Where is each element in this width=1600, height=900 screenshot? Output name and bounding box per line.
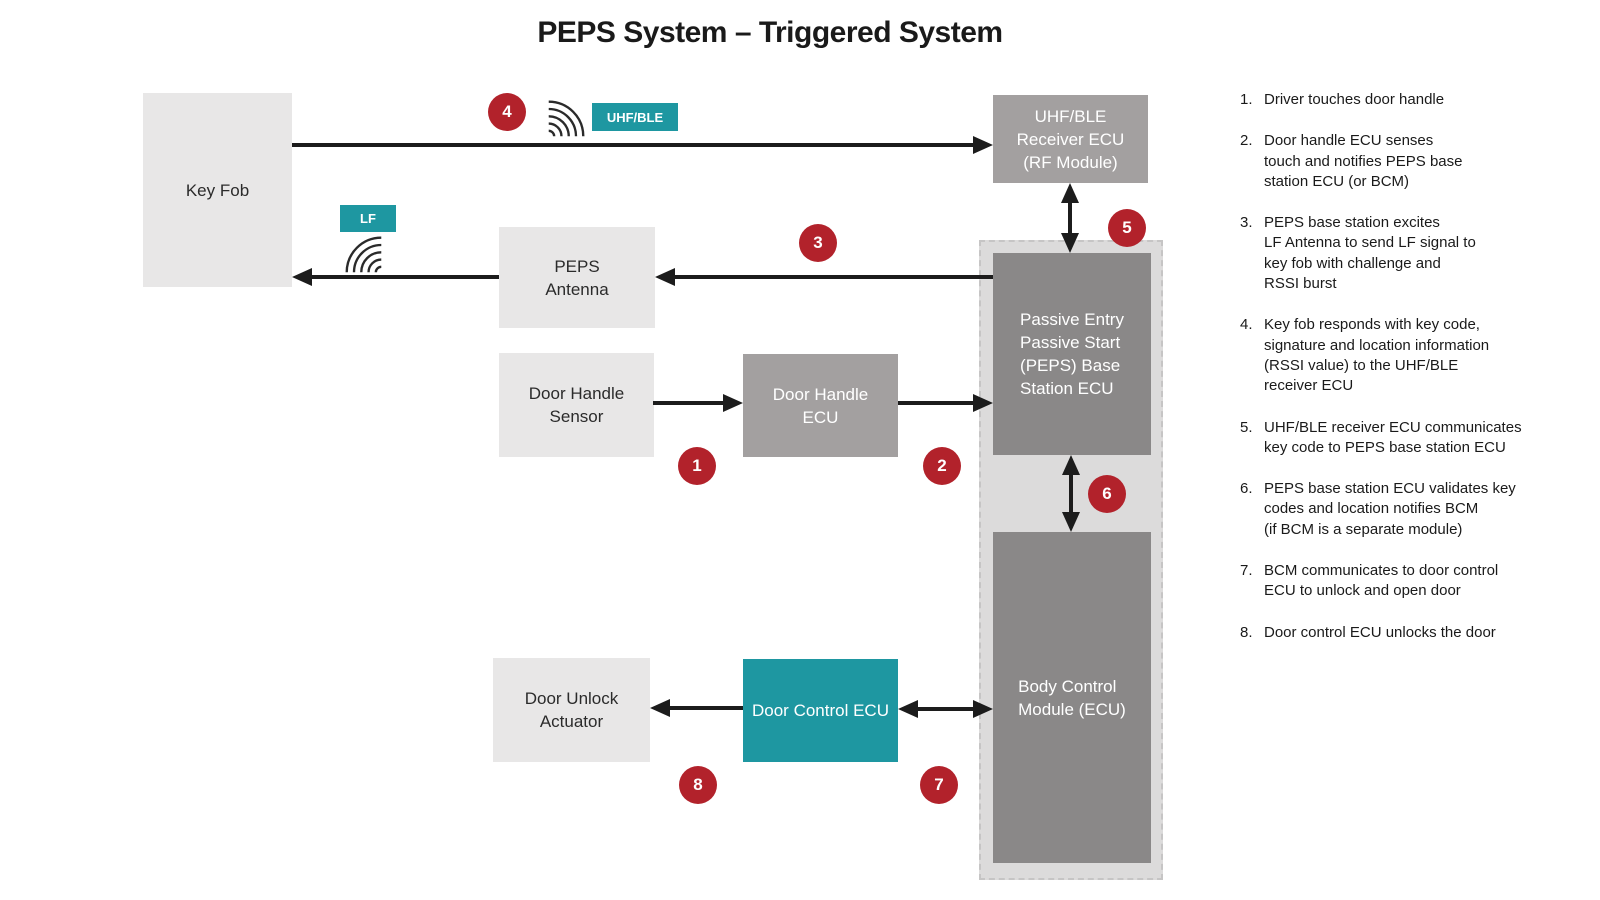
legend-item-text: Door handle ECU senses touch and notifie…: [1264, 132, 1463, 190]
tag-lf: LF: [340, 205, 396, 232]
box-door-handle-sensor: Door Handle Sensor: [499, 353, 654, 457]
step-marker-1: 1: [678, 447, 716, 485]
legend-item-4: 4. Key fob responds with key code, signa…: [1240, 315, 1585, 396]
legend-item-2: 2. Door handle ECU senses touch and noti…: [1240, 131, 1585, 192]
door-control-ecu-label: Door Control ECU: [752, 701, 889, 720]
step-marker-5: 5: [1108, 209, 1146, 247]
arrow-keyfob-to-uhf-head: [973, 136, 993, 154]
box-peps-antenna: PEPS Antenna: [499, 227, 655, 328]
legend-item-text: BCM communicates to door control ECU to …: [1264, 562, 1499, 600]
box-door-unlock-actuator: Door Unlock Actuator: [493, 658, 650, 762]
peps-antenna-label: PEPS Antenna: [545, 256, 609, 299]
legend-item-text: UHF/BLE receiver ECU communicates key co…: [1264, 418, 1522, 456]
arrow-doorctl-to-actuator-line: [668, 706, 743, 710]
legend-item-number: 3.: [1240, 214, 1253, 232]
step-marker-3: 3: [799, 224, 837, 262]
legend-item-text: Driver touches door handle: [1264, 91, 1445, 108]
body-control-module-label: Body Control Module (ECU): [1018, 676, 1126, 719]
door-handle-ecu-label: Door Handle ECU: [772, 384, 869, 427]
step-list: 1. Driver touches door handle 2. Door ha…: [1240, 90, 1585, 664]
arrow-bcm-doorctl-line: [916, 707, 975, 711]
arrow-bcm-doorctl-right-head: [973, 700, 993, 718]
key-fob-label: Key Fob: [185, 180, 250, 200]
arrow-antenna-to-keyfob-head: [292, 268, 312, 286]
arrow-handle-ecu-to-base-head: [973, 394, 993, 412]
legend-item-6: 6. PEPS base station ECU validates key c…: [1240, 479, 1585, 540]
arrow-base-bcm-up-head: [1062, 455, 1080, 475]
arrow-base-bcm-down-head: [1062, 512, 1080, 532]
legend-item-number: 6.: [1240, 480, 1253, 498]
door-handle-sensor-label: Door Handle Sensor: [528, 384, 625, 426]
tag-uhf-ble: UHF/BLE: [592, 103, 678, 131]
arrow-antenna-to-keyfob-line: [310, 275, 499, 279]
box-door-handle-ecu: Door Handle ECU: [743, 354, 898, 457]
step-marker-2: 2: [923, 447, 961, 485]
page-title: PEPS System – Triggered System: [537, 16, 1003, 49]
arrow-base-bcm-line: [1069, 473, 1073, 514]
step-marker-8: 8: [679, 766, 717, 804]
door-unlock-actuator-label: Door Unlock Actuator: [524, 689, 619, 731]
legend-item-number: 8.: [1240, 623, 1253, 641]
legend-item-5: 5. UHF/BLE receiver ECU communicates key…: [1240, 418, 1585, 459]
peps-base-station-ecu-label: Passive Entry Passive Start (PEPS) Base …: [1020, 310, 1124, 398]
arrow-keyfob-to-uhf-line: [292, 143, 973, 147]
legend-item-1: 1. Driver touches door handle: [1240, 90, 1585, 110]
arrow-uhf-base-line: [1068, 201, 1072, 235]
arrow-sensor-to-handle-ecu-line: [653, 401, 723, 405]
legend-item-number: 4.: [1240, 316, 1253, 334]
lf-signal-icon: [345, 236, 382, 273]
step-marker-6: 6: [1088, 475, 1126, 513]
legend-item-text: Door control ECU unlocks the door: [1264, 623, 1496, 641]
legend-item-text: Key fob responds with key code, signatur…: [1264, 316, 1490, 395]
legend-item-3: 3. PEPS base station excites LF Antenna …: [1240, 213, 1585, 294]
box-peps-base-station-ecu: Passive Entry Passive Start (PEPS) Base …: [993, 253, 1151, 455]
legend-item-7: 7. BCM communicates to door control ECU …: [1240, 561, 1585, 602]
legend-item-number: 7.: [1240, 562, 1253, 580]
legend-item-text: PEPS base station excites LF Antenna to …: [1264, 214, 1476, 293]
uhf-signal-icon: [548, 100, 585, 137]
arrow-base-to-antenna-line: [673, 275, 993, 279]
arrow-sensor-to-handle-ecu-head: [723, 394, 743, 412]
legend-item-number: 2.: [1240, 132, 1253, 150]
arrow-base-to-antenna-head: [655, 268, 675, 286]
box-uhf-ble-receiver-ecu: UHF/BLE Receiver ECU (RF Module): [993, 95, 1148, 183]
legend-item-text: PEPS base station ECU validates key code…: [1264, 480, 1516, 538]
arrow-uhf-base-down-head: [1061, 233, 1079, 253]
step-marker-4: 4: [488, 93, 526, 131]
box-door-control-ecu: Door Control ECU: [743, 659, 898, 762]
box-body-control-module: Body Control Module (ECU): [993, 532, 1151, 863]
legend-item-number: 1.: [1240, 91, 1253, 108]
arrow-handle-ecu-to-base-line: [898, 401, 973, 405]
arrow-uhf-base-up-head: [1061, 183, 1079, 203]
uhf-ble-receiver-ecu-label: UHF/BLE Receiver ECU (RF Module): [1016, 106, 1125, 172]
arrow-doorctl-to-actuator-head: [650, 699, 670, 717]
arrow-bcm-doorctl-left-head: [898, 700, 918, 718]
step-marker-7: 7: [920, 766, 958, 804]
legend-item-8: 8. Door control ECU unlocks the door: [1240, 623, 1585, 643]
legend-item-number: 5.: [1240, 418, 1253, 436]
box-key-fob: Key Fob: [143, 93, 292, 287]
